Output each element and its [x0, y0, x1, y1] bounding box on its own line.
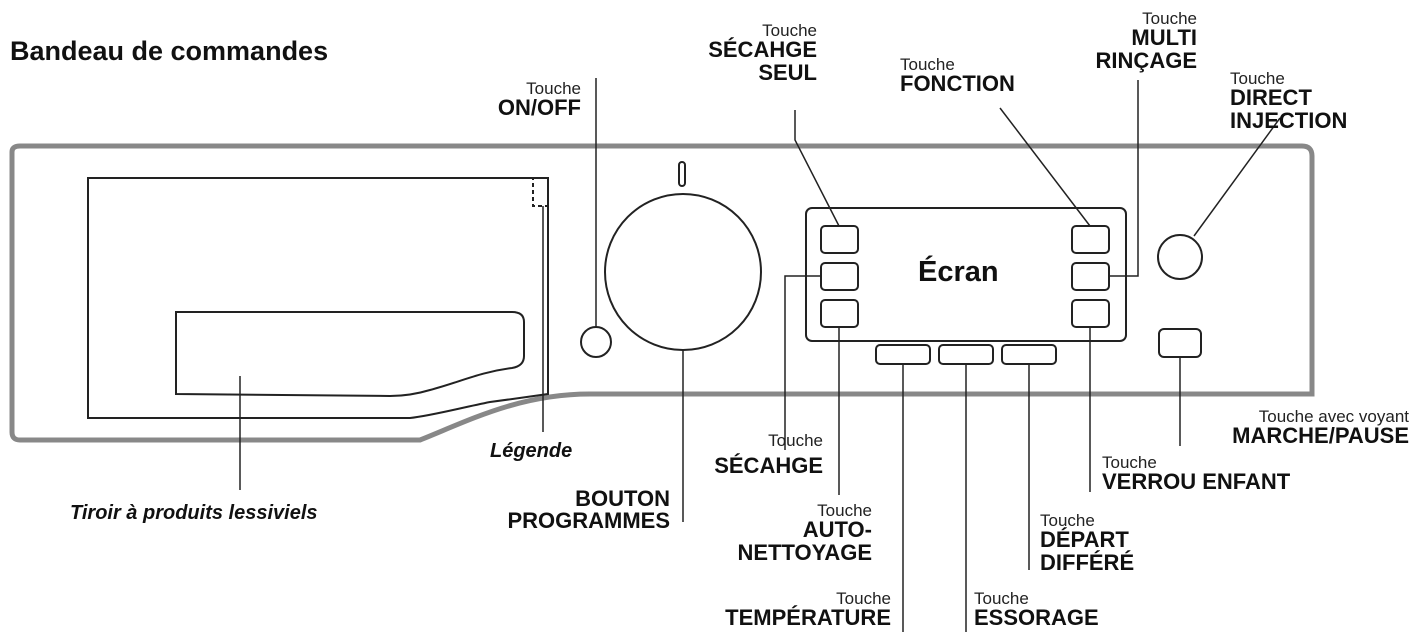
marche-pause-button-shape	[1158, 328, 1202, 358]
label-sechage: Touche SÉCAHGE	[714, 432, 823, 478]
sechage-button-shape	[820, 262, 859, 291]
label-depart-differe-small: Touche	[1040, 511, 1095, 530]
label-bouton-programmes: BOUTON PROGRAMMES	[507, 486, 670, 534]
temperature-button-shape	[875, 344, 931, 365]
label-on-off-big: ON/OFF	[497, 95, 581, 121]
label-depart-differe: Touche DÉPART DIFFÉRÉ	[1040, 512, 1134, 574]
label-marche-pause-big: MARCHE/PAUSE	[1232, 423, 1409, 449]
label-marche-pause: Touche avec voyant MARCHE/PAUSE	[1232, 408, 1409, 448]
label-essorage-small: Touche	[974, 589, 1029, 608]
label-essorage-big: ESSORAGE	[974, 605, 1099, 631]
label-multi-rincage-big1: MULTI	[1131, 25, 1197, 51]
sechage-seul-button-shape	[820, 225, 859, 254]
legend-label: Légende	[490, 440, 573, 462]
leader-lines	[239, 78, 1281, 632]
label-depart-differe-big1: DÉPART	[1040, 527, 1129, 553]
label-verrou-enfant: Touche VERROU ENFANT	[1102, 454, 1290, 494]
label-multi-rincage-big2: RINÇAGE	[1095, 47, 1197, 73]
label-bouton-programmes-big1: BOUTON	[575, 486, 670, 511]
label-temperature: Touche TEMPÉRATURE	[725, 590, 891, 630]
program-knob	[604, 193, 762, 351]
label-fonction-small: Touche	[900, 55, 955, 74]
label-bouton-programmes-big2: PROGRAMMES	[507, 508, 670, 534]
label-multi-rincage: Touche MULTI RINÇAGE	[1096, 10, 1197, 72]
label-multi-rincage-small: Touche	[1142, 9, 1197, 28]
label-essorage: Touche ESSORAGE	[974, 590, 1099, 630]
label-sechage-small: Touche	[768, 431, 823, 450]
panel-outline	[9, 143, 1315, 443]
label-sechage-seul: Touche SÉCAHGE SEUL	[708, 22, 817, 84]
label-sechage-seul-big2: SEUL	[758, 59, 817, 85]
fonction-button-shape	[1071, 225, 1110, 254]
label-verrou-enfant-big: VERROU ENFANT	[1102, 469, 1291, 495]
label-on-off-small: Touche	[526, 79, 581, 98]
label-direct-injection-small: Touche	[1230, 69, 1285, 88]
drawer-outline	[87, 177, 549, 419]
label-auto-nettoyage: Touche AUTO- NETTOYAGE	[738, 502, 872, 564]
page-title: Bandeau de commandes	[10, 36, 329, 66]
label-depart-differe-big2: DIFFÉRÉ	[1040, 549, 1135, 575]
label-temperature-big: TEMPÉRATURE	[725, 605, 891, 631]
label-sechage-seul-big1: SÉCAHGE	[708, 37, 817, 63]
screen-frame	[805, 207, 1127, 342]
multi-rincage-button-shape	[1071, 262, 1110, 291]
label-direct-injection-big2: INJECTION	[1230, 107, 1348, 133]
label-auto-nettoyage-big2: NETTOYAGE	[737, 539, 872, 565]
label-fonction-big: FONCTION	[900, 71, 1015, 97]
depart-differe-button-shape	[1001, 344, 1057, 365]
label-direct-injection: Touche DIRECT INJECTION	[1230, 70, 1347, 132]
direct-injection-button-shape	[1157, 234, 1203, 280]
label-auto-nettoyage-big1: AUTO-	[802, 517, 872, 543]
label-sechage-seul-small: Touche	[762, 21, 817, 40]
label-fonction: Touche FONCTION	[900, 56, 1015, 96]
on-off-button-shape	[580, 326, 612, 358]
label-marche-pause-small: Touche avec voyant	[1258, 407, 1409, 426]
label-sechage-big: SÉCAHGE	[714, 453, 823, 479]
label-direct-injection-big1: DIRECT	[1230, 85, 1312, 111]
knob-indicator	[678, 161, 686, 187]
essorage-button-shape	[938, 344, 994, 365]
drawer-handle	[175, 311, 525, 398]
drawer-label: Tiroir à produits lessiviels	[70, 502, 318, 524]
auto-nettoyage-button-shape	[820, 299, 859, 328]
legend-marker	[532, 177, 549, 207]
screen-label: Écran	[918, 256, 999, 288]
label-verrou-enfant-small: Touche	[1102, 453, 1157, 472]
label-on-off: Touche ON/OFF	[498, 80, 581, 120]
label-temperature-small: Touche	[836, 589, 891, 608]
label-auto-nettoyage-small: Touche	[817, 501, 872, 520]
verrou-enfant-button-shape	[1071, 299, 1110, 328]
